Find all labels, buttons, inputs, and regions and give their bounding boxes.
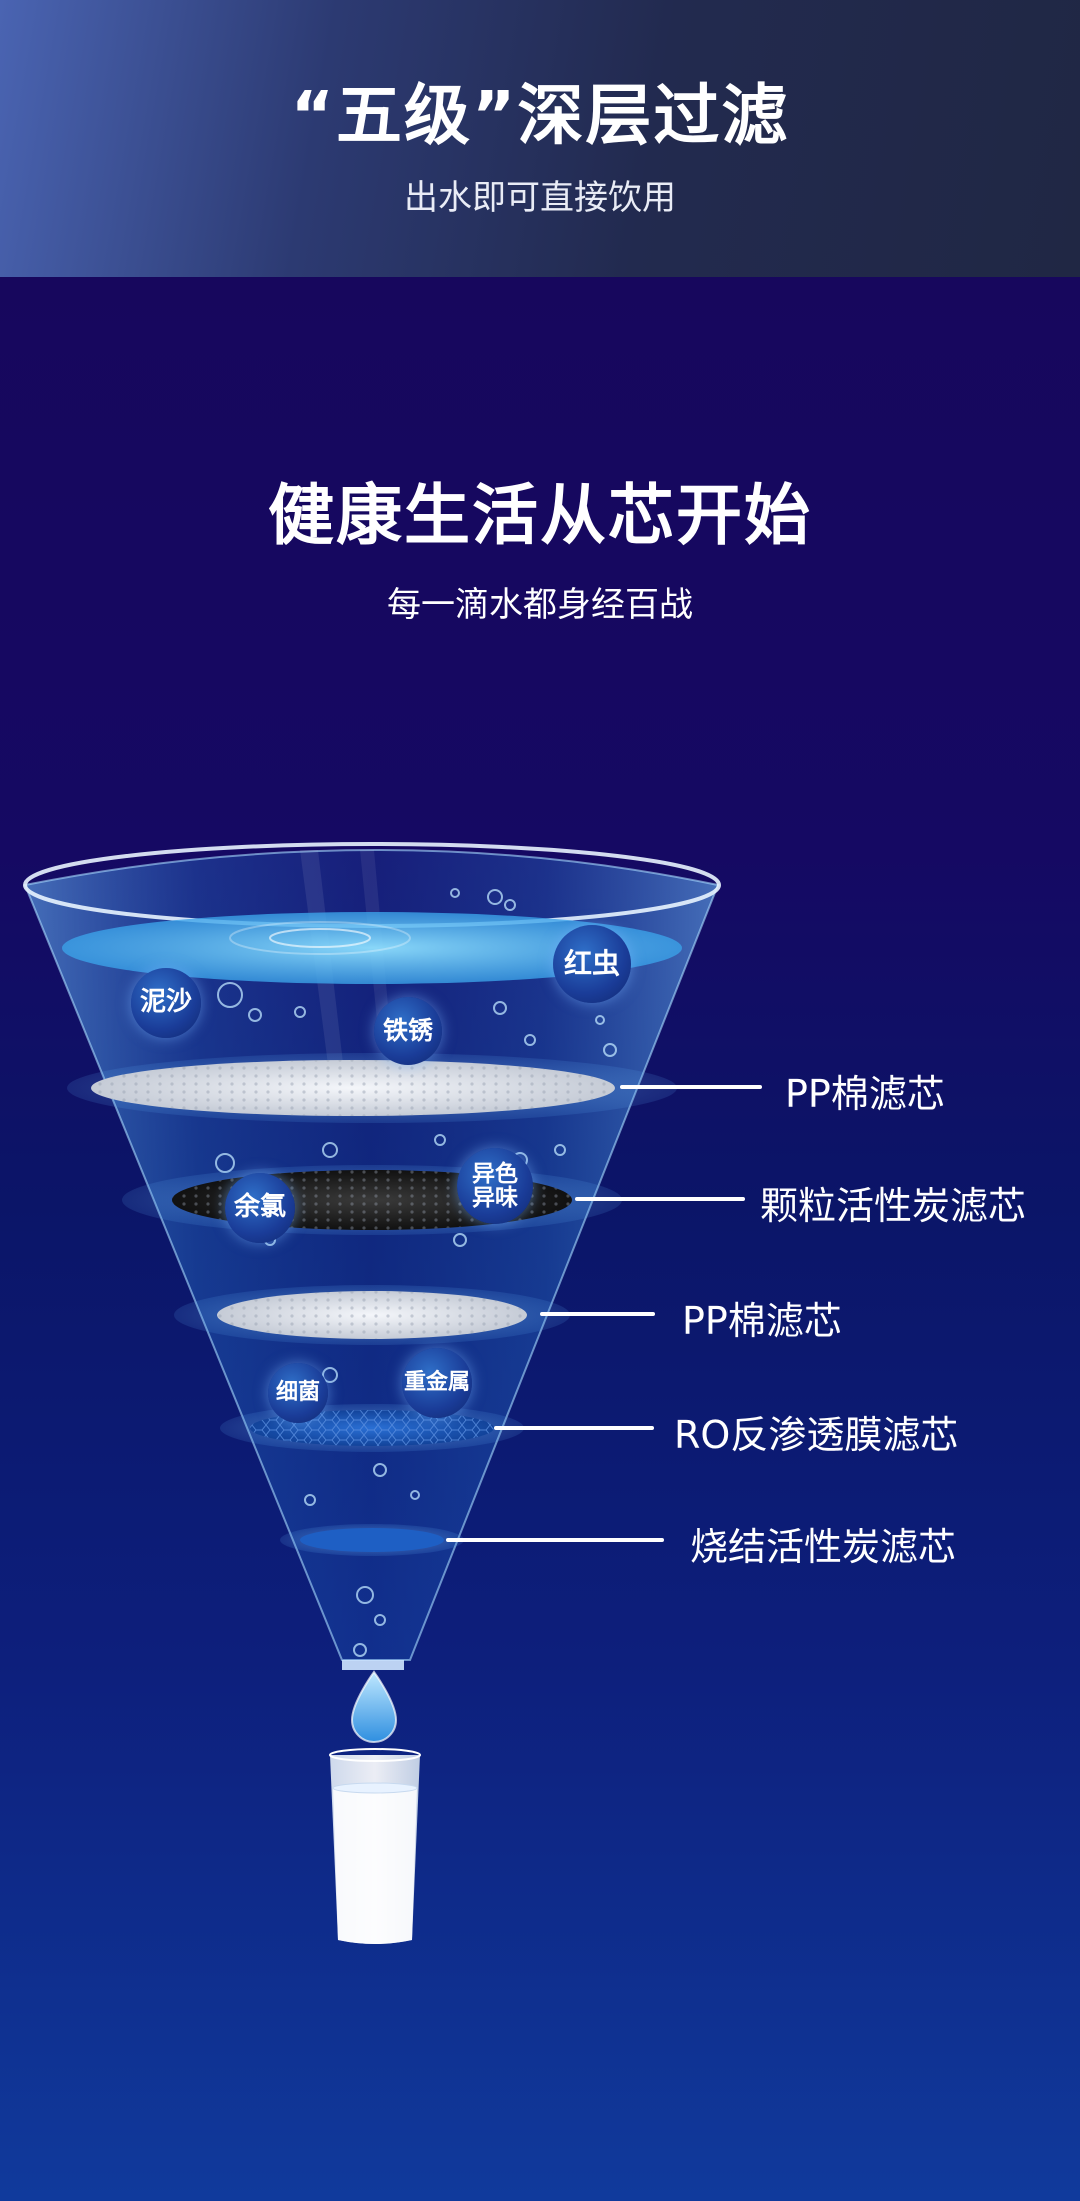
header-banner: “五级”深层过滤 出水即可直接饮用	[0, 0, 1080, 277]
layer-label-pp-cotton-2: PP棉滤芯	[682, 1299, 842, 1343]
contaminant-label-line2: 异味	[472, 1185, 518, 1211]
contaminant-bacteria: 细菌	[268, 1363, 328, 1423]
header-title: “五级”深层过滤	[290, 77, 790, 154]
contaminant-sediment: 泥沙	[131, 968, 201, 1038]
contaminant-label: 余氯	[233, 1192, 286, 1223]
contaminant-label: 重金属	[403, 1370, 470, 1396]
contaminant-odor: 异色 异味	[457, 1148, 533, 1224]
leader-line-1	[620, 1085, 762, 1089]
funnel-body	[23, 849, 720, 1661]
layer-label-sintered-carbon: 烧结活性炭滤芯	[690, 1525, 957, 1569]
layer-label-granular-carbon: 颗粒活性炭滤芯	[760, 1184, 1027, 1228]
contaminant-rust: 铁锈	[374, 997, 442, 1065]
contaminant-label: 细菌	[275, 1380, 320, 1406]
contaminant-heavy-metal: 重金属	[402, 1348, 472, 1418]
header-subtitle: 出水即可直接饮用	[404, 178, 676, 218]
main-subtitle: 每一滴水都身经百战	[387, 585, 693, 625]
sintered-carbon-disc	[300, 1528, 444, 1552]
contaminant-label-line1: 异色	[472, 1160, 518, 1187]
contaminant-label: 泥沙	[139, 987, 192, 1018]
main-section: 健康生活从芯开始 每一滴水都身经百战	[0, 277, 1080, 2201]
main-title: 健康生活从芯开始	[268, 477, 812, 554]
layer-label-ro-membrane: RO反渗透膜滤芯	[674, 1413, 959, 1457]
water-drop-icon	[350, 1670, 398, 1743]
contaminant-chlorine: 余氯	[225, 1173, 295, 1243]
air-bubbles	[215, 888, 617, 1657]
leader-line-5	[446, 1538, 664, 1542]
funnel-spout	[342, 1660, 404, 1670]
water-glass-icon	[329, 1748, 421, 1944]
contaminant-label: 红虫	[563, 947, 620, 981]
water-surface	[62, 912, 682, 984]
layer-label-pp-cotton-1: PP棉滤芯	[785, 1072, 945, 1116]
leader-line-3	[540, 1312, 655, 1316]
leader-line-4	[494, 1426, 654, 1430]
contaminant-red-worm: 红虫	[553, 925, 631, 1003]
leader-line-2	[575, 1197, 745, 1201]
contaminant-label: 铁锈	[382, 1015, 433, 1045]
